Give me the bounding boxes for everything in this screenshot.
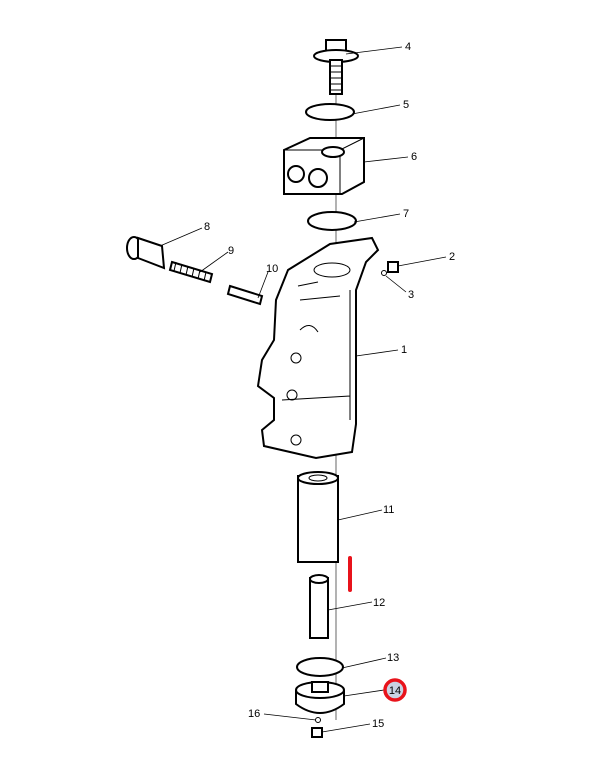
callout-5[interactable]: 5 — [403, 99, 409, 111]
callout-4[interactable]: 4 — [405, 41, 411, 53]
part-10-pin[interactable] — [226, 284, 264, 306]
part-3-seal[interactable] — [381, 270, 387, 276]
callout-1[interactable]: 1 — [401, 344, 407, 356]
part-14-cap[interactable] — [295, 681, 345, 714]
callout-16[interactable]: 16 — [248, 708, 260, 720]
callout-9[interactable]: 9 — [228, 245, 234, 257]
callout-14[interactable]: 14 — [389, 685, 401, 697]
part-6-block[interactable] — [283, 137, 365, 195]
part-12-rod[interactable] — [309, 574, 329, 639]
callout-11[interactable]: 11 — [383, 504, 394, 516]
part-2-plug[interactable] — [387, 261, 399, 273]
part-13-o-ring[interactable] — [296, 657, 344, 677]
part-7-o-ring[interactable] — [307, 211, 357, 231]
callout-8[interactable]: 8 — [204, 221, 210, 233]
highlight-circle — [383, 678, 407, 702]
part-5-o-ring[interactable] — [305, 103, 355, 121]
callout-3[interactable]: 3 — [408, 289, 414, 301]
part-15-screw[interactable] — [311, 727, 323, 738]
callout-12[interactable]: 12 — [373, 597, 385, 609]
part-8-screw[interactable] — [126, 236, 166, 270]
part-9-spring[interactable] — [168, 260, 214, 284]
part-11-sleeve[interactable] — [297, 471, 339, 563]
part-16-washer[interactable] — [315, 717, 321, 723]
callout-2[interactable]: 2 — [449, 251, 455, 263]
callout-13[interactable]: 13 — [387, 652, 399, 664]
callout-10[interactable]: 10 — [266, 263, 278, 275]
callout-7[interactable]: 7 — [403, 208, 409, 220]
leader-lines — [159, 46, 447, 733]
callout-15[interactable]: 15 — [372, 718, 384, 730]
callout-6[interactable]: 6 — [411, 151, 417, 163]
part-4-bolt[interactable] — [313, 39, 359, 95]
part-1-housing[interactable] — [256, 236, 380, 460]
